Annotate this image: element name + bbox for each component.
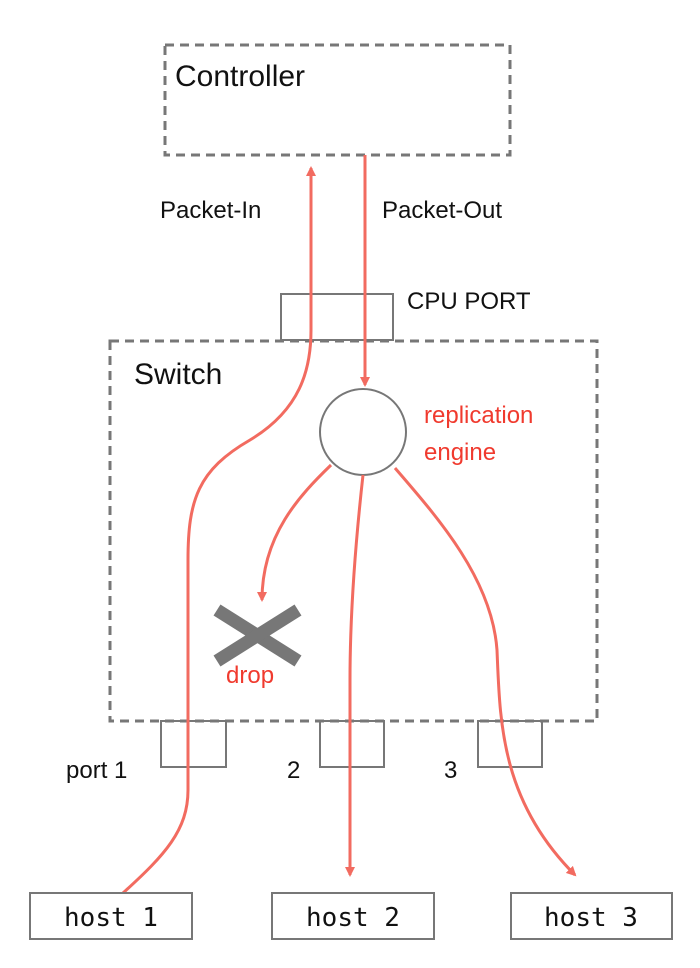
port-1-label: port 1	[66, 757, 127, 784]
host-3-label: host 3	[544, 903, 638, 933]
replication-engine-label-line2: engine	[424, 439, 496, 466]
replication-engine-circle	[319, 388, 407, 476]
replication-engine-label-line1: replication	[424, 402, 533, 429]
controller-label: Controller	[175, 60, 305, 93]
host-1-label: host 1	[64, 903, 158, 933]
cpu-port-box	[280, 293, 394, 341]
controller-box	[163, 43, 512, 157]
switch-label: Switch	[134, 358, 222, 391]
port-2-box	[319, 720, 385, 768]
host-1-box	[29, 892, 193, 940]
port-1-box	[160, 720, 227, 768]
host-3-arrow	[393, 467, 577, 877]
packet-out-label: Packet-Out	[382, 197, 502, 224]
cpu-port-label: CPU PORT	[407, 288, 531, 315]
drop-x-icon	[213, 604, 302, 667]
host-2-box	[271, 892, 435, 940]
port-2-label: 2	[287, 757, 300, 784]
drop-arrow	[257, 463, 333, 602]
host-2-label: host 2	[306, 903, 400, 933]
packet-in-arrow	[121, 166, 316, 895]
host-2-arrow	[345, 474, 365, 877]
packet-in-label: Packet-In	[160, 197, 261, 224]
drop-label: drop	[226, 662, 274, 689]
host-3-box	[510, 892, 673, 940]
port-3-label: 3	[444, 757, 457, 784]
